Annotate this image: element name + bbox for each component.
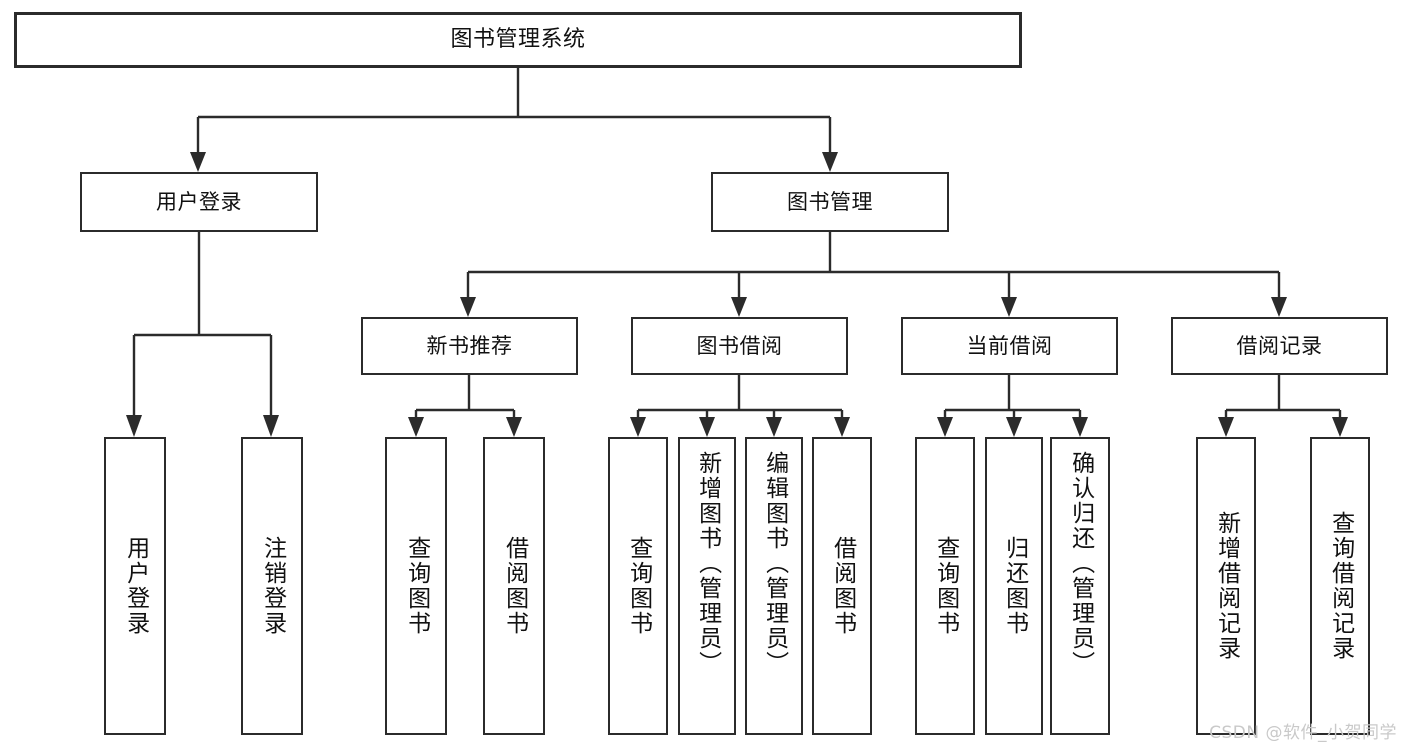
leaf-borrow-query-book[interactable]: 查询图书 bbox=[608, 437, 668, 735]
leaf-current-query-book[interactable]: 查询图书 bbox=[915, 437, 975, 735]
node-label: 用户登录 bbox=[122, 536, 149, 636]
node-borrow-record[interactable]: 借阅记录 bbox=[1171, 317, 1388, 375]
leaf-borrow-edit-book-admin[interactable]: 编辑图书（管理员） bbox=[745, 437, 803, 735]
node-label: 图书借阅 bbox=[696, 333, 783, 358]
connector-user-login-children bbox=[126, 232, 279, 437]
leaf-current-return-book[interactable]: 归还图书 bbox=[985, 437, 1043, 735]
node-label: 新增图书（管理员） bbox=[694, 451, 721, 676]
connector-new-book-recommend-children bbox=[408, 375, 522, 437]
leaf-borrow-borrow-book[interactable]: 借阅图书 bbox=[812, 437, 872, 735]
node-current-borrow[interactable]: 当前借阅 bbox=[901, 317, 1118, 375]
leaf-user-logout[interactable]: 注销登录 bbox=[241, 437, 303, 735]
node-label: 当前借阅 bbox=[966, 333, 1053, 358]
node-label: 确认归还（管理员） bbox=[1067, 451, 1094, 676]
node-label: 归还图书 bbox=[1001, 536, 1028, 636]
node-label: 借阅图书 bbox=[829, 536, 856, 636]
connector-book-borrow-children bbox=[630, 375, 850, 437]
node-label: 查询图书 bbox=[932, 536, 959, 636]
node-book-borrow[interactable]: 图书借阅 bbox=[631, 317, 848, 375]
node-label: 查询图书 bbox=[625, 536, 652, 636]
node-label: 借阅记录 bbox=[1236, 333, 1323, 358]
connector-root-to-level2 bbox=[190, 68, 838, 172]
csdn-watermark: CSDN @软件_小贺同学 bbox=[1209, 723, 1397, 743]
node-label: 新增借阅记录 bbox=[1213, 511, 1240, 661]
node-label: 注销登录 bbox=[259, 536, 286, 636]
leaf-borrow-add-book-admin[interactable]: 新增图书（管理员） bbox=[678, 437, 736, 735]
node-label: 图书管理系统 bbox=[450, 27, 586, 53]
connector-current-borrow-children bbox=[937, 375, 1088, 437]
node-label: 新书推荐 bbox=[426, 333, 513, 358]
leaf-recommend-borrow-book[interactable]: 借阅图书 bbox=[483, 437, 545, 735]
node-label: 编辑图书（管理员） bbox=[761, 451, 788, 676]
node-new-book-recommend[interactable]: 新书推荐 bbox=[361, 317, 578, 375]
node-user-login[interactable]: 用户登录 bbox=[80, 172, 318, 232]
node-label: 用户登录 bbox=[156, 189, 242, 214]
leaf-current-confirm-return-admin[interactable]: 确认归还（管理员） bbox=[1050, 437, 1110, 735]
node-label: 查询图书 bbox=[403, 536, 430, 636]
node-label: 图书管理 bbox=[787, 189, 873, 214]
node-label: 借阅图书 bbox=[501, 536, 528, 636]
leaf-user-login[interactable]: 用户登录 bbox=[104, 437, 166, 735]
node-book-management[interactable]: 图书管理 bbox=[711, 172, 949, 232]
connector-borrow-record-children bbox=[1218, 375, 1348, 437]
node-book-management-system[interactable]: 图书管理系统 bbox=[14, 12, 1022, 68]
leaf-recommend-query-book[interactable]: 查询图书 bbox=[385, 437, 447, 735]
node-label: 查询借阅记录 bbox=[1327, 511, 1354, 661]
leaf-record-query-borrow-record[interactable]: 查询借阅记录 bbox=[1310, 437, 1370, 735]
connector-book-management-children bbox=[460, 232, 1287, 317]
leaf-record-add-borrow-record[interactable]: 新增借阅记录 bbox=[1196, 437, 1256, 735]
